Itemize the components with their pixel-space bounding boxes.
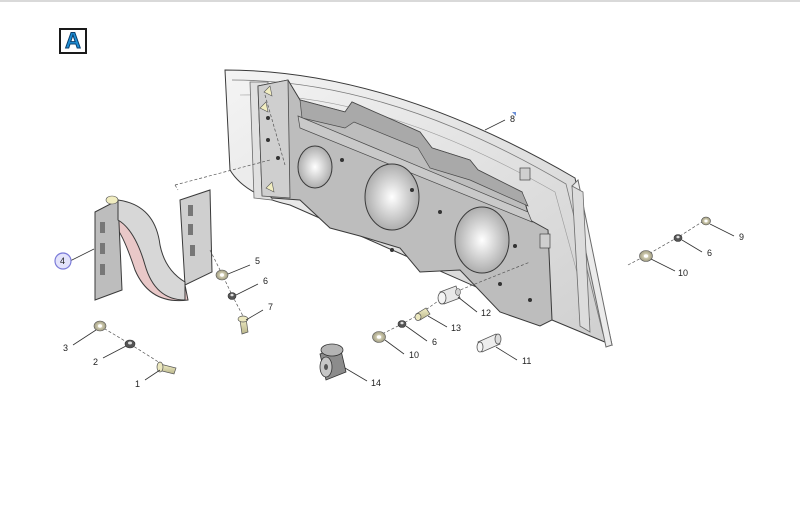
callout-labels: 1 2 3 4 5 6 7 8 9 6 10 11 12 13 6 10 14 [54, 112, 744, 389]
bolt-1 [156, 361, 177, 375]
lamp-opening-center [364, 163, 420, 231]
stud-13 [414, 307, 431, 321]
washer-10-center [372, 331, 386, 343]
washer-10-right [639, 250, 653, 262]
view-label-badge: A [59, 28, 87, 54]
lamp-opening-left [297, 145, 333, 189]
nut-6-center [397, 320, 407, 328]
bolt-7 [237, 315, 249, 335]
callout-3[interactable]: 3 [63, 343, 68, 353]
view-letter: A [65, 28, 82, 53]
bracket-slot [188, 205, 193, 216]
rubber-bumper-14 [319, 343, 347, 381]
washer-5 [215, 269, 229, 281]
callout-14[interactable]: 14 [371, 378, 381, 388]
lamp-opening-right [454, 206, 510, 274]
pin-11 [476, 333, 502, 353]
spacer-12 [437, 285, 461, 305]
washer-3 [93, 320, 107, 332]
callout-4[interactable]: 4 [60, 256, 65, 266]
callout-12[interactable]: 12 [481, 308, 491, 318]
nut-6-left [227, 292, 237, 300]
mounting-bracket [94, 189, 213, 302]
callout-13[interactable]: 13 [451, 323, 461, 333]
callout-1[interactable]: 1 [135, 379, 140, 389]
callout-6-right[interactable]: 6 [707, 248, 712, 258]
callout-6-left[interactable]: 6 [263, 276, 268, 286]
top-border [0, 0, 800, 2]
callout-7[interactable]: 7 [268, 302, 273, 312]
callout-6-center[interactable]: 6 [432, 337, 437, 347]
callout-9[interactable]: 9 [739, 232, 744, 242]
nut-9 [701, 216, 711, 226]
bracket-slot [188, 224, 193, 235]
leader-lines [69, 119, 735, 382]
bracket-slot [100, 264, 105, 275]
callout-2[interactable]: 2 [93, 357, 98, 367]
callout-8-marker [512, 112, 516, 116]
callout-5[interactable]: 5 [255, 256, 260, 266]
nut-2 [124, 339, 136, 349]
callout-4-highlight [54, 252, 72, 270]
bracket-slot [100, 243, 105, 254]
callout-10-center[interactable]: 10 [409, 350, 419, 360]
nut-6-right [673, 234, 683, 242]
bracket-slot [190, 245, 195, 256]
bracket-slot [100, 222, 105, 233]
mounting-plate [257, 79, 553, 327]
callout-10-right[interactable]: 10 [678, 268, 688, 278]
callout-11[interactable]: 11 [522, 356, 531, 366]
callout-8[interactable]: 8 [510, 114, 515, 124]
